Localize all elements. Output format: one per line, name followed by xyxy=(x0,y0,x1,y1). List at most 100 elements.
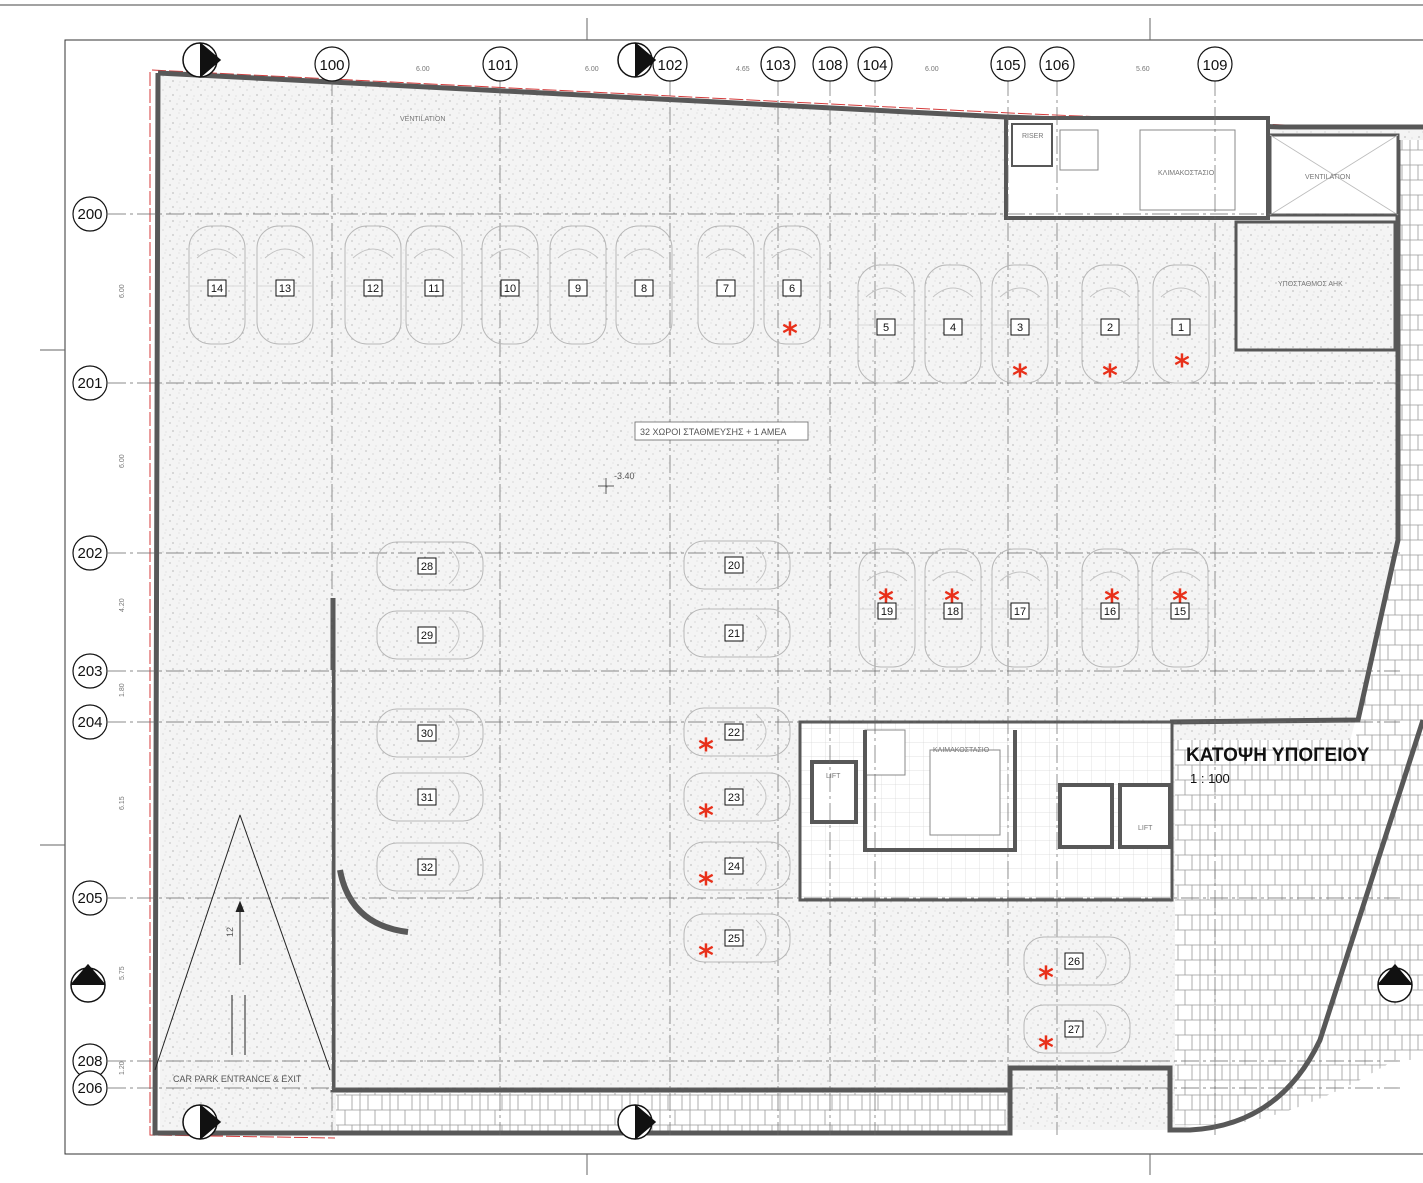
car-windshield xyxy=(865,287,907,298)
parking-space-10: 10 xyxy=(481,225,539,345)
car-outline xyxy=(924,548,982,668)
car-outline xyxy=(1152,264,1210,384)
axis-bubble-201: 201 xyxy=(72,365,108,401)
space-number: 11 xyxy=(428,283,439,295)
parking-space-29: 29 xyxy=(376,610,484,660)
space-number-box xyxy=(500,279,520,297)
space-number-box xyxy=(363,279,383,297)
space-number-box xyxy=(1010,602,1030,620)
space-number: 28 xyxy=(421,561,433,573)
car-windshield xyxy=(413,248,455,259)
space-number-box xyxy=(417,557,437,575)
dim-top-4: 5.60 xyxy=(1136,66,1150,73)
space-number-box xyxy=(1064,952,1084,970)
accessible-marker-star: * xyxy=(944,584,960,619)
parking-space-30: 30 xyxy=(376,708,484,758)
svg-text:206: 206 xyxy=(77,1080,102,1097)
space-number-box xyxy=(1010,318,1030,336)
car-windshield xyxy=(352,248,394,259)
space-number: 8 xyxy=(641,283,647,295)
substation-label: ΥΠΟΣΤΑΘΜΟΣ ΑΗΚ xyxy=(1278,281,1343,288)
ventilation-right-label: VENTILATION xyxy=(1305,174,1350,181)
space-number: 2 xyxy=(1107,322,1113,334)
parking-space-14: 14 xyxy=(188,225,246,345)
car-outline xyxy=(376,772,484,822)
parking-space-16: 16* xyxy=(1081,548,1139,668)
axis-bubble-104: 104 xyxy=(857,46,893,82)
car-windshield xyxy=(489,248,531,259)
space-number-box xyxy=(1171,318,1191,336)
space-number: 3 xyxy=(1017,322,1023,334)
car-outline xyxy=(1023,1004,1131,1054)
axis-bubble-100: 100 xyxy=(314,46,350,82)
ramp-area xyxy=(160,670,332,1090)
core-upper xyxy=(1004,116,1400,352)
space-number: 31 xyxy=(421,792,433,804)
axis-bubble-109: 109 xyxy=(1197,46,1233,82)
svg-text:106: 106 xyxy=(1044,57,1069,74)
space-number-box xyxy=(782,279,802,297)
staircase-mid-label: ΚΛΙΜΑΚΟΣΤΑΣΙΟ xyxy=(933,747,990,754)
car-outline xyxy=(858,548,916,668)
summary-box xyxy=(634,421,809,441)
svg-text:204: 204 xyxy=(77,714,102,731)
car-windshield xyxy=(771,248,813,259)
accessible-marker-star: * xyxy=(878,584,894,619)
car-windshield xyxy=(557,248,599,259)
accessible-marker-star: * xyxy=(1172,584,1188,619)
ramp-wall xyxy=(337,869,409,935)
space-number: 14 xyxy=(211,283,223,295)
svg-text:201: 201 xyxy=(77,375,102,392)
space-number-box xyxy=(275,279,295,297)
space-number-box xyxy=(417,626,437,644)
accessible-marker-star: * xyxy=(1038,1031,1054,1066)
parking-space-21: 21 xyxy=(683,608,791,658)
car-windshield xyxy=(1089,571,1131,582)
svg-text:208: 208 xyxy=(77,1053,102,1070)
space-number-box xyxy=(724,857,744,875)
axis-bubble-205: 205 xyxy=(72,880,108,916)
parking-space-18: 18* xyxy=(924,548,982,668)
axis-bubble-102: 102 xyxy=(652,46,688,82)
space-number-box xyxy=(417,858,437,876)
svg-text:200: 200 xyxy=(77,206,102,223)
car-outline xyxy=(991,264,1049,384)
space-number-box xyxy=(876,318,896,336)
space-number: 15 xyxy=(1174,606,1186,618)
car-outline xyxy=(376,708,484,758)
accessible-marker-star: * xyxy=(1104,584,1120,619)
axis-bubble-101: 101 xyxy=(482,46,518,82)
dim-top-1: 6.00 xyxy=(585,66,599,73)
car-outline xyxy=(683,540,791,590)
svg-text:100: 100 xyxy=(319,57,344,74)
space-number: 30 xyxy=(421,728,433,740)
parking-space-28: 28 xyxy=(376,541,484,591)
outer-walls xyxy=(152,70,1423,1136)
parking-space-23: 23* xyxy=(683,772,791,834)
svg-text:109: 109 xyxy=(1202,57,1227,74)
space-number: 26 xyxy=(1068,956,1080,968)
car-outline xyxy=(256,225,314,345)
car-windshield xyxy=(999,571,1041,582)
accessible-marker-star: * xyxy=(1012,359,1028,394)
car-outline xyxy=(683,772,791,822)
car-windshield xyxy=(1089,287,1131,298)
dim-left-0: 6.00 xyxy=(119,284,126,298)
space-number: 10 xyxy=(504,283,516,295)
space-number-box xyxy=(724,556,744,574)
axis-bubble-206: 206 xyxy=(72,1070,108,1106)
car-windshield xyxy=(755,919,767,957)
car-windshield xyxy=(755,614,767,652)
space-number: 17 xyxy=(1014,606,1026,618)
space-number-box xyxy=(877,602,897,620)
parking-space-13: 13 xyxy=(256,225,314,345)
car-windshield xyxy=(448,778,460,816)
car-outline xyxy=(924,264,982,384)
dim-left-4: 6.15 xyxy=(119,796,126,810)
axis-bubble-200: 200 xyxy=(72,196,108,232)
car-outline xyxy=(1023,936,1131,986)
svg-text:103: 103 xyxy=(765,57,790,74)
parking-space-22: 22* xyxy=(683,707,791,768)
space-number-box xyxy=(724,929,744,947)
